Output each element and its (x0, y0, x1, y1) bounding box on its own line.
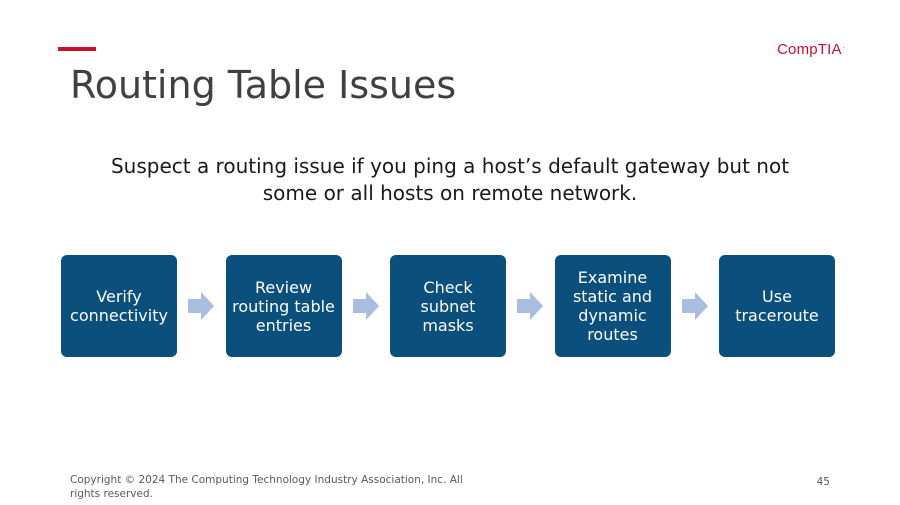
slide-title: Routing Table Issues (70, 63, 457, 107)
step-check-subnet-masks: Check subnet masks (390, 255, 506, 357)
logo-mark: . (842, 43, 845, 50)
comptia-logo: CompTIA. (777, 41, 845, 58)
step-label: Verify connectivity (70, 287, 168, 325)
step-label: Check subnet masks (420, 277, 476, 335)
arrow-right-icon (517, 292, 544, 320)
arrow-right-icon (188, 292, 215, 320)
step-label: Review routing table entries (232, 277, 335, 335)
logo-text: CompTIA (777, 41, 842, 58)
slide-subtitle: Suspect a routing issue if you ping a ho… (110, 154, 790, 205)
step-examine-routes: Examine static and dynamic routes (554, 255, 671, 357)
arrow-right-icon (681, 292, 708, 320)
step-review-routing-table: Review routing table entries (225, 255, 342, 357)
page-number: 45 (816, 476, 830, 488)
step-use-traceroute: Use traceroute (719, 255, 835, 357)
title-accent-bar (58, 47, 96, 51)
process-flow: Verify connectivity Review routing table… (61, 255, 835, 357)
copyright-notice: Copyright © 2024 The Computing Technolog… (70, 474, 463, 500)
step-verify-connectivity: Verify connectivity (61, 255, 177, 357)
arrow-right-icon (352, 292, 379, 320)
step-label: Examine static and dynamic routes (572, 268, 653, 344)
step-label: Use traceroute (735, 287, 819, 325)
